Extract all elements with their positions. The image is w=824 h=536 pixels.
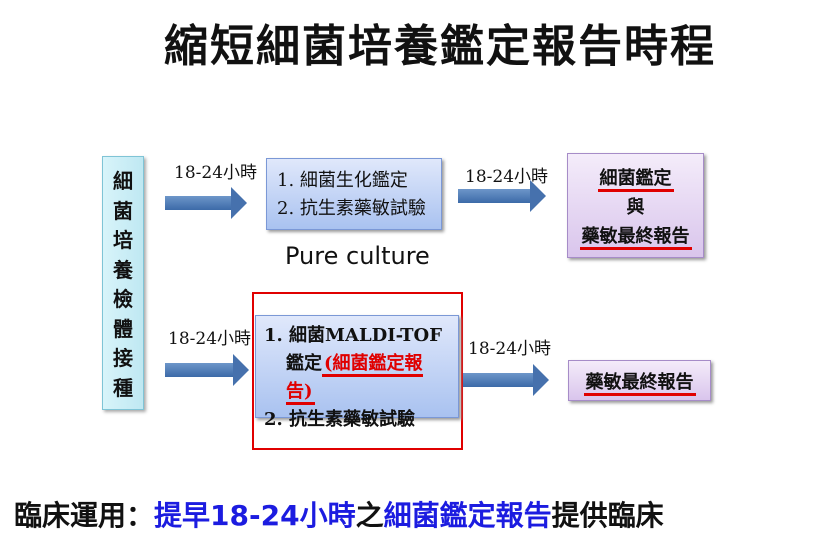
final-report-box-bottom: 藥敏最終報告 <box>568 360 711 401</box>
pure-culture-label: Pure culture <box>285 242 430 270</box>
char: 接 <box>113 346 133 371</box>
arrow-right-icon <box>463 364 549 396</box>
time-label-2: 18-24小時 <box>465 167 549 187</box>
char: 培 <box>113 228 133 253</box>
char: 細 <box>113 169 133 194</box>
suffix: 提供臨床 <box>551 499 664 532</box>
arrow-right-icon <box>458 180 546 212</box>
step-1: 1. 細菌生化鑑定 <box>277 170 408 191</box>
char: 體 <box>113 316 133 341</box>
step-2: 2. 抗生素藥敏試驗 <box>277 198 426 219</box>
step-1: 1. 細菌MALDI-TOF <box>264 325 442 346</box>
connector: 之 <box>355 499 384 532</box>
clinical-application-text: 臨床運用：提早18-24小時之細菌鑑定報告提供臨床 <box>14 494 664 534</box>
time-label-3: 18-24小時 <box>168 329 252 349</box>
time-label-1: 18-24小時 <box>174 163 258 183</box>
slide-title: 縮短細菌培養鑑定報告時程 <box>164 21 716 72</box>
highlight-frame <box>252 292 463 450</box>
id-report: 細菌鑑定 <box>597 168 674 192</box>
and-label: 與 <box>626 197 645 218</box>
char: 養 <box>113 257 133 282</box>
highlight-report: 細菌鑑定報告 <box>383 499 552 532</box>
ast-final-report: 藥敏最終報告 <box>583 372 696 396</box>
char: 檢 <box>113 287 133 312</box>
ast-final-report: 藥敏最終報告 <box>579 226 692 250</box>
highlight-time: 提早18-24小時 <box>154 499 356 532</box>
arrow-right-icon <box>165 354 249 386</box>
specimen-inoculation-box: 細 菌 培 養 檢 體 接 種 <box>102 156 144 410</box>
conventional-id-box: 1. 細菌生化鑑定 2. 抗生素藥敏試驗 <box>266 158 442 230</box>
id-report-highlight: (細菌鑑定報告) <box>286 353 423 405</box>
maldi-tof-box: 1. 細菌MALDI-TOF 鑑定(細菌鑑定報告) 2. 抗生素藥敏試驗 <box>255 315 459 430</box>
final-report-box-top: 細菌鑑定 與 藥敏最終報告 <box>567 153 704 258</box>
step-2: 2. 抗生素藥敏試驗 <box>264 409 416 430</box>
arrow-right-icon <box>165 187 247 219</box>
char: 種 <box>113 375 133 400</box>
time-label-4: 18-24小時 <box>468 339 552 359</box>
char: 菌 <box>113 198 133 223</box>
prefix: 臨床運用： <box>14 499 155 532</box>
id-text: 鑑定 <box>286 353 322 374</box>
